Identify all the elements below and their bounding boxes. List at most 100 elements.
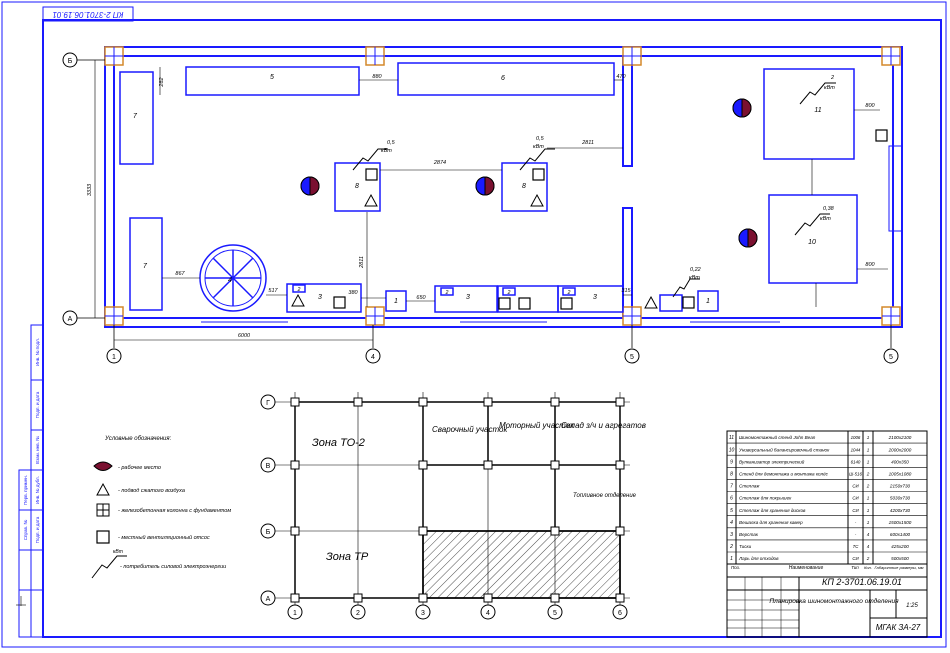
spec-cell-type: 1044 [851,447,861,452]
dimension-value: 800 [865,262,875,268]
power-unit: кВт [824,85,835,91]
dimension-value: 2874 [433,160,446,166]
tire-changer-8a [334,162,381,212]
power-unit: кВт [533,144,544,150]
power-value: 2 [830,75,834,81]
side-stamp-cell: Инв. № подл. [35,338,40,366]
side-stamp-labels: Инв. № подл. Подп. и дата Взам. инв. № И… [23,338,40,543]
rack-7-top [119,71,154,165]
spec-cell-size: 2100х2100 [888,435,912,440]
vulcanizer-box [659,294,683,312]
site-axis-label: 4 [486,610,490,617]
spec-cell-type: - [855,532,857,537]
equip-number: 1 [394,298,398,305]
spec-cell-name: Стеллаж для хранения дисков [739,508,806,513]
motor-label: Моторный участок [499,421,575,430]
spec-cell-type: 6140 [851,459,861,464]
equip-number: 2 [567,290,571,296]
axis-lines [76,59,892,348]
equip-number: 5 [270,74,274,81]
spec-cell-size: 2000х2000 [888,447,912,452]
legend-item: - местный вентиляционный отсос [118,534,210,541]
side-stamp-cell: Перв. примен. [23,475,28,505]
title-block [726,563,928,638]
legend-unit: кВт [113,549,123,555]
dimension-value: 380 [348,290,358,296]
top-stamp-code: КП 2-3701.06.19.01 [52,10,123,19]
workshop-walls [104,46,903,328]
equip-number: 3 [593,294,597,301]
equip-number: 2 [297,287,301,293]
dimension-value: 880 [372,74,382,80]
site-axis-label: В [266,463,271,470]
power-labels: 0,5 кВт 0,5 кВт 2 кВт 0,38 кВт 0,22 кВт [381,75,835,281]
spec-cell-qty: 4 [867,544,870,549]
site-axis-label: Г [266,400,270,407]
spec-cell-pos: 4 [730,520,733,526]
site-axis-label: 6 [618,610,622,617]
rack-7-bottom [129,217,163,311]
tube-hanger-4 [199,244,267,312]
column-crosses [105,47,900,325]
zone-tr-label: Зона ТР [326,551,369,563]
left-side-stamp [18,324,44,638]
local-exhaust-icons [333,129,888,310]
dimension-value: 650 [416,295,426,301]
vise-2a [292,284,306,293]
spec-cell-pos: 2 [729,544,733,550]
spec-cell-pos: 1 [730,556,733,562]
spec-cell-pos: 8 [730,472,733,478]
equip-number: 8 [522,183,526,190]
side-stamp-cell: Взам. инв. № [35,436,40,464]
spec-cell-type: СИ [852,508,859,513]
equip-number: 8 [355,183,359,190]
site-plan-axis-labels: Г В Б А 1 2 3 4 5 6 [266,400,622,617]
axis-label: 5 [630,354,634,361]
machine-10 [768,194,858,284]
spec-cell-qty: 2 [866,484,870,489]
dimension-value: 3333 [87,183,93,196]
spec-cell-qty: 2 [866,472,870,477]
work-place-icons [300,98,758,248]
spec-header-qty: Кол. [864,565,872,570]
spec-cell-size: 2150х730 [889,484,911,489]
legend-item: - подвод сжатого воздуха [118,488,185,494]
spec-cell-qty: 2 [866,556,870,561]
site-axis-label: 5 [553,610,557,617]
power-unit: кВт [689,275,700,281]
power-value: 0,5 [387,140,396,146]
top-stamp: КП 2-3701.06.19.01 [42,6,134,22]
axis-markers [62,52,899,364]
tire-rack-6 [397,62,615,96]
equip-number: 11 [814,107,821,114]
spec-cell-qty: 4 [867,532,870,537]
spec-cell-name: Тиски [739,544,752,549]
spec-cell-qty: 1 [867,447,870,452]
spec-header-size: Габаритные размеры, мм [874,565,923,570]
power-value: 0,22 [690,267,701,273]
dimension-value: 470 [616,74,626,80]
drawing-scale: 1:25 [906,603,918,609]
power-consumer-icon [91,555,127,579]
spec-header-pos: Поз. [731,565,740,570]
equip-number: 3 [318,294,322,301]
spec-cell-pos: 5 [730,508,733,514]
store-label: Склад з/ч и агрегатов [561,421,646,430]
side-stamp-cell: Инв. № дубл. [35,476,40,504]
spec-cell-qty: 1 [867,496,870,501]
dimension-value: 6000 [238,333,251,339]
spec-cell-name: Стеллаж [739,484,760,489]
legend: Условные обозначения: - рабочее место - … [91,436,231,579]
drawing-name: Планировка шиномонтажного отделения [769,597,899,605]
power-value: 0,38 [823,206,835,212]
site-axis-label: 3 [421,610,425,617]
spec-cell-name: Стеллаж для покрышек [739,496,792,501]
axis-label: 5 [889,354,893,361]
spec-cell-size: 1500х1500 [889,520,912,525]
air-outlet-icons [291,193,658,309]
spec-cell-type: СИ [852,484,859,489]
spec-cell-type: - [855,520,857,525]
spec-cell-name: Вешалка для хранения камер [739,520,803,525]
